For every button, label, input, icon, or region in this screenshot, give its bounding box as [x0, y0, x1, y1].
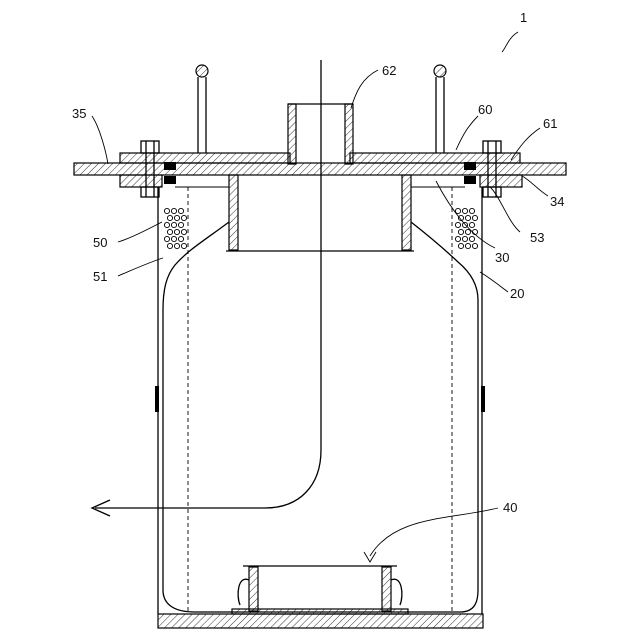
- label-40: 40: [503, 500, 517, 515]
- label-53: 53: [530, 230, 544, 245]
- label-61: 61: [543, 116, 557, 131]
- label-30: 30: [495, 250, 509, 265]
- label-51: 51: [93, 269, 107, 284]
- label-20: 20: [510, 286, 524, 301]
- label-1: 1: [520, 10, 527, 25]
- label-50: 50: [93, 235, 107, 250]
- label-34: 34: [550, 194, 564, 209]
- upper-collar: [175, 175, 465, 251]
- label-35: 35: [72, 106, 86, 121]
- outer-container: [155, 187, 485, 628]
- perforations-left: [164, 208, 186, 248]
- label-60: 60: [478, 102, 492, 117]
- label-62: 62: [382, 63, 396, 78]
- bottom-fitting: [232, 566, 408, 614]
- top-flange: [74, 153, 566, 187]
- perforations-right: [455, 208, 477, 248]
- reference-labels: 1 62 60 61 35 34 53 30 50 51 20 40: [72, 10, 564, 515]
